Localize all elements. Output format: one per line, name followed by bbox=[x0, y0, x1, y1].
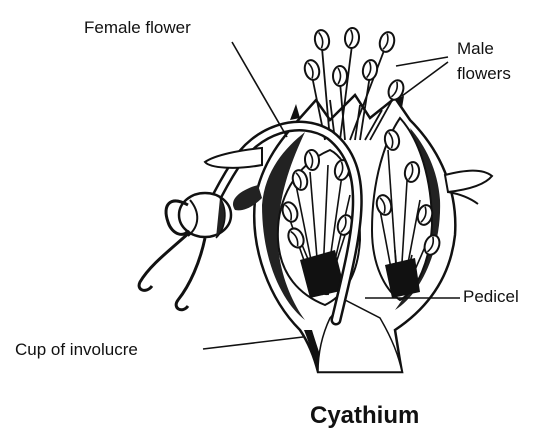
label-cup-of-involucre: Cup of involucre bbox=[15, 340, 138, 360]
diagram-title: Cyathium bbox=[310, 402, 419, 430]
leader-male-flowers-a bbox=[396, 57, 448, 66]
label-pedicel: Pedicel bbox=[463, 287, 519, 307]
label-male-flowers-line1: Male bbox=[457, 39, 494, 59]
label-female-flower: Female flower bbox=[84, 18, 191, 38]
leader-female-flower bbox=[232, 42, 287, 137]
leader-cup-of-involucre bbox=[203, 337, 303, 349]
label-male-flowers-line2: flowers bbox=[457, 64, 511, 84]
leader-male-flowers-b bbox=[402, 62, 448, 96]
